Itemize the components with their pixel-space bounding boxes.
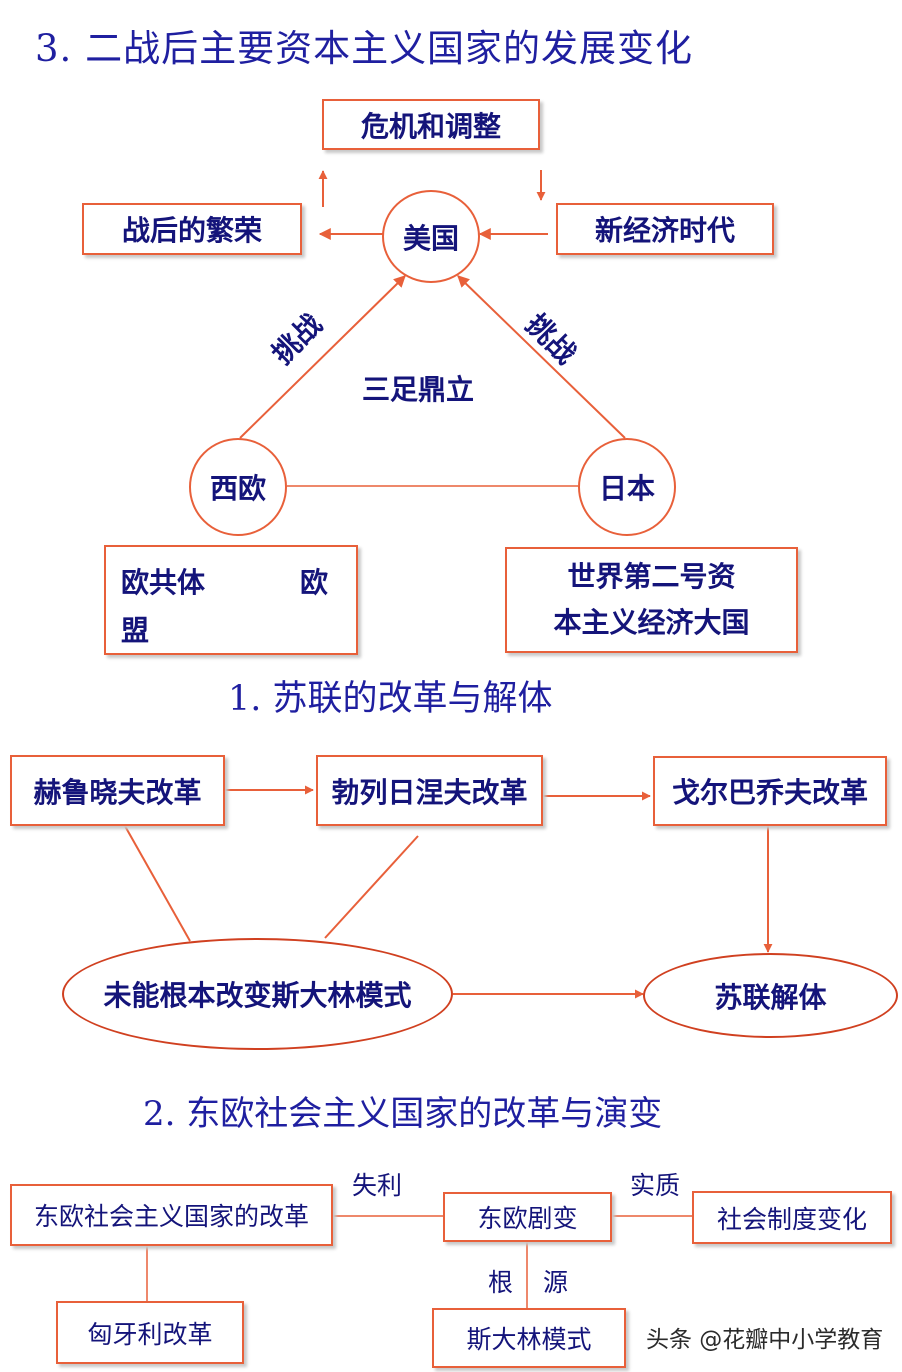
japan-economy-box: 世界第二号资 本主义经济大国 (505, 547, 798, 653)
node-usa: 美国 (382, 190, 480, 283)
node-brezhnev-reform: 勃列日涅夫改革 (316, 755, 543, 826)
node-stalin-model: 斯大林模式 (432, 1308, 626, 1368)
node-system-change: 社会制度变化 (692, 1191, 892, 1244)
label-essence: 实质 (630, 1171, 681, 1200)
line-brezhnev-to-failed (324, 835, 419, 939)
japan-economy-line1: 世界第二号资 (567, 560, 736, 593)
label-eu-part1: 欧 (300, 566, 329, 599)
label-tripartite: 三足鼎立 (362, 373, 475, 406)
node-ussr-dissolution: 苏联解体 (643, 953, 898, 1038)
arrow-western-europe-to-usa (239, 275, 406, 439)
section1-title: 1. 苏联的改革与解体 (228, 679, 553, 719)
node-eastern-europe-upheaval: 东欧剧变 (443, 1192, 612, 1242)
node-western-europe: 西欧 (189, 438, 287, 536)
section2-title: 2. 东欧社会主义国家的改革与演变 (143, 1094, 663, 1134)
europe-union-box: 欧共体 欧 盟 (104, 545, 358, 655)
label-root-2: 源 (543, 1268, 569, 1297)
section3-title: 3. 二战后主要资本主义国家的发展变化 (35, 27, 694, 70)
line-khrushchev-to-failed (124, 825, 191, 942)
node-crisis: 危机和调整 (322, 99, 540, 150)
node-gorbachev-reform: 戈尔巴乔夫改革 (653, 756, 887, 826)
label-failure: 失利 (352, 1171, 403, 1200)
node-khrushchev-reform: 赫鲁晓夫改革 (10, 755, 225, 826)
node-hungary-reform: 匈牙利改革 (56, 1301, 244, 1364)
node-eastern-europe-reforms: 东欧社会主义国家的改革 (10, 1184, 333, 1246)
label-root-1: 根 (488, 1268, 514, 1297)
japan-economy-line2: 本主义经济大国 (553, 606, 750, 639)
watermark: 头条 @花瓣中小学教育 (646, 1327, 884, 1353)
label-eu-part2: 盟 (121, 614, 150, 647)
arrow-japan-to-usa (457, 275, 626, 439)
node-failed-stalin-model: 未能根本改变斯大林模式 (62, 938, 453, 1050)
node-japan: 日本 (578, 438, 676, 536)
node-prosperity: 战后的繁荣 (82, 203, 302, 255)
node-new-economy: 新经济时代 (556, 203, 774, 255)
label-ec: 欧共体 (121, 566, 206, 599)
